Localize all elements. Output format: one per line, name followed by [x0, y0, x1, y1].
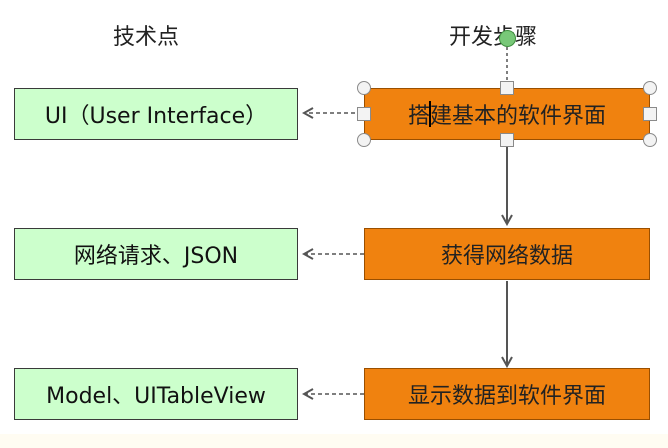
text-caret [429, 101, 431, 127]
tech-point-box-ui[interactable]: UI（User Interface） [14, 88, 298, 140]
resize-handle-right[interactable] [643, 107, 657, 121]
resize-handle-bottom-left[interactable] [357, 133, 371, 147]
step-label-part1: 搭 [407, 104, 430, 129]
resize-handle-top[interactable] [500, 81, 514, 95]
resize-handle-bottom[interactable] [500, 133, 514, 147]
step-label: 获得网络数据 [440, 244, 573, 269]
step-label-part2: 建基本的软件界面 [430, 104, 607, 129]
resize-handle-left[interactable] [357, 107, 371, 121]
step-label: 显示数据到软件界面 [407, 384, 606, 409]
tech-points-header: 技术点 [113, 25, 180, 50]
tech-point-box-network[interactable]: 网络请求、JSON [14, 228, 298, 280]
step-box-display-data[interactable]: 显示数据到软件界面 [364, 368, 650, 420]
tech-point-label: 网络请求、JSON [73, 244, 239, 269]
bottom-edge-strip [0, 434, 668, 448]
step-box-get-data[interactable]: 获得网络数据 [364, 228, 650, 280]
resize-handle-bottom-right[interactable] [643, 133, 657, 147]
resize-handle-top-left[interactable] [357, 81, 371, 95]
resize-handle-top-right[interactable] [643, 81, 657, 95]
tech-point-label: Model、UITableView [46, 384, 266, 409]
tech-point-label: UI（User Interface） [44, 104, 268, 129]
rotate-handle[interactable] [499, 30, 516, 47]
dev-steps-header: 开发步骤 [449, 25, 538, 50]
tech-point-box-model[interactable]: Model、UITableView [14, 368, 298, 420]
